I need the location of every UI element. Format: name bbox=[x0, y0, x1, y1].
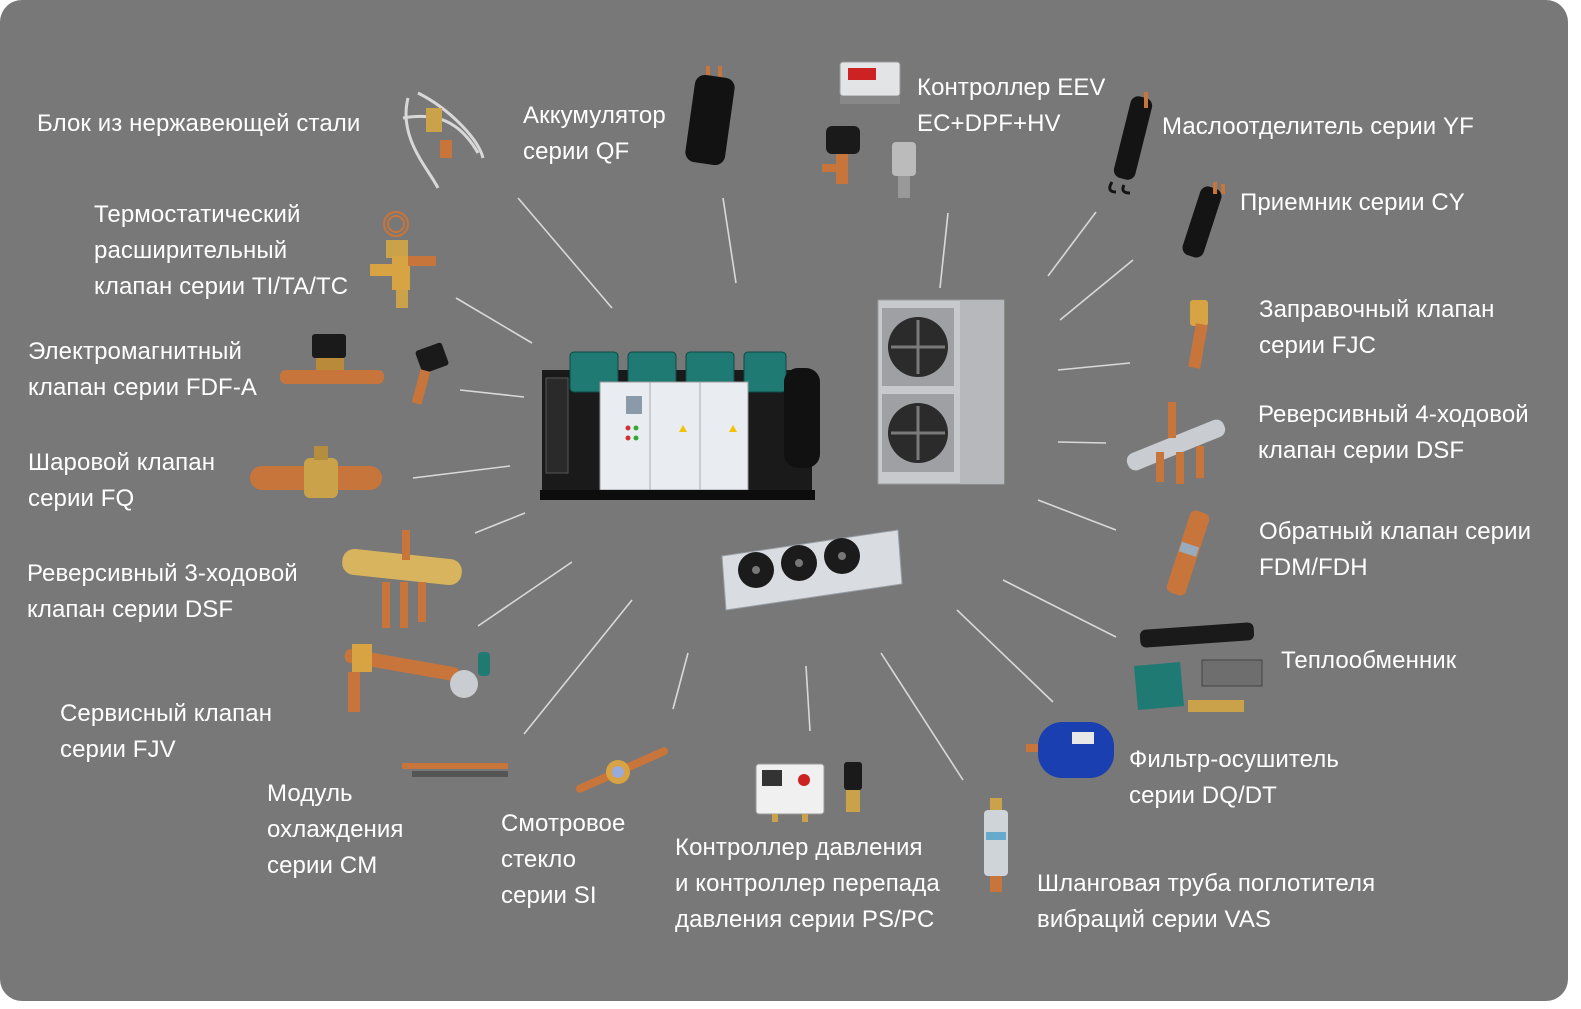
oil-separator-image bbox=[1102, 90, 1162, 195]
solenoid-valve-image bbox=[276, 330, 454, 408]
label-receiver: Приемник серии CY bbox=[1240, 189, 1465, 216]
ball-valve-image bbox=[248, 444, 384, 506]
connector-pressure bbox=[805, 665, 811, 732]
label-pressure-controller: Контроллер давления и контроллер перепад… bbox=[675, 834, 940, 933]
label-charging-valve: Заправочный клапан серии FJC bbox=[1259, 296, 1495, 359]
connector-accumulator bbox=[722, 197, 737, 284]
stainless-block-image bbox=[388, 78, 493, 193]
connector-filter-drier bbox=[956, 609, 1054, 703]
check-valve-image bbox=[1156, 504, 1218, 600]
connector-oil-separator bbox=[1047, 211, 1097, 277]
connector-heat-exchanger bbox=[1002, 579, 1117, 638]
connector-3way bbox=[477, 561, 573, 627]
label-sight-glass: Смотровое стекло серии SI bbox=[501, 810, 626, 909]
txv-image bbox=[368, 208, 440, 310]
label-stainless-block: Блок из нержавеющей стали bbox=[37, 110, 361, 137]
cooling-module-image bbox=[400, 757, 512, 783]
connector-service-valve bbox=[523, 599, 633, 735]
evaporator-unit-image bbox=[716, 526, 906, 614]
charging-valve-image bbox=[1170, 298, 1220, 373]
label-vibration-hose: Шланговая труба поглотителя вибраций сер… bbox=[1037, 870, 1376, 933]
heat-exchanger-image bbox=[1130, 618, 1266, 718]
connector-ball-valve bbox=[412, 465, 511, 479]
label-reversing-4way: Реверсивный 4-ходовой клапан серии DSF bbox=[1258, 401, 1529, 464]
eev-controller-image bbox=[818, 60, 928, 205]
label-ball-valve: Шаровой клапан серии FQ bbox=[28, 449, 216, 512]
connector-vibration-hose bbox=[880, 652, 964, 781]
connector-ball-valve-2 bbox=[474, 512, 526, 534]
connector-stainless-block bbox=[517, 197, 613, 309]
label-service-valve: Сервисный клапан серии FJV bbox=[60, 700, 273, 763]
label-solenoid-valve: Электромагнитный клапан серии FDF-A bbox=[28, 338, 258, 401]
label-oil-separator: Маслоотделитель серии YF bbox=[1162, 113, 1474, 140]
label-cooling-module: Модуль охлаждения серии CM bbox=[267, 780, 404, 879]
label-reversing-3way: Реверсивный 3-ходовой клапан серии DSF bbox=[27, 560, 298, 623]
connector-charging-valve bbox=[1057, 362, 1131, 371]
connector-solenoid bbox=[459, 389, 525, 398]
connector-check-valve bbox=[1037, 499, 1117, 531]
receiver-image bbox=[1175, 180, 1230, 265]
pressure-controller-image bbox=[752, 760, 874, 824]
label-check-valve: Обратный клапан серии FDM/FDH bbox=[1259, 518, 1532, 581]
connector-eev-controller bbox=[939, 212, 949, 289]
filter-drier-image bbox=[1024, 718, 1120, 784]
connector-sight-glass bbox=[672, 652, 689, 710]
sight-glass-image bbox=[568, 742, 676, 798]
reversing-3way-image bbox=[338, 528, 466, 632]
connector-receiver bbox=[1059, 259, 1134, 321]
label-eev-controller: Контроллер EEV EC+DPF+HV bbox=[917, 74, 1106, 137]
outdoor-unit-image bbox=[876, 298, 1008, 488]
label-txv: Термостатический расширительный клапан с… bbox=[94, 201, 349, 300]
vibration-hose-image bbox=[976, 796, 1016, 896]
label-filter-drier: Фильтр-осушитель серии DQ/DT bbox=[1129, 746, 1340, 809]
service-valve-image bbox=[342, 638, 498, 720]
label-accumulator: Аккумулятор серии QF bbox=[523, 102, 666, 165]
condensing-unit-image bbox=[540, 330, 825, 505]
reversing-4way-image bbox=[1120, 400, 1232, 488]
label-heat-exchanger: Теплообменник bbox=[1281, 647, 1457, 674]
accumulator-image bbox=[678, 64, 738, 166]
connector-4way bbox=[1057, 441, 1107, 444]
connector-txv bbox=[455, 297, 533, 344]
